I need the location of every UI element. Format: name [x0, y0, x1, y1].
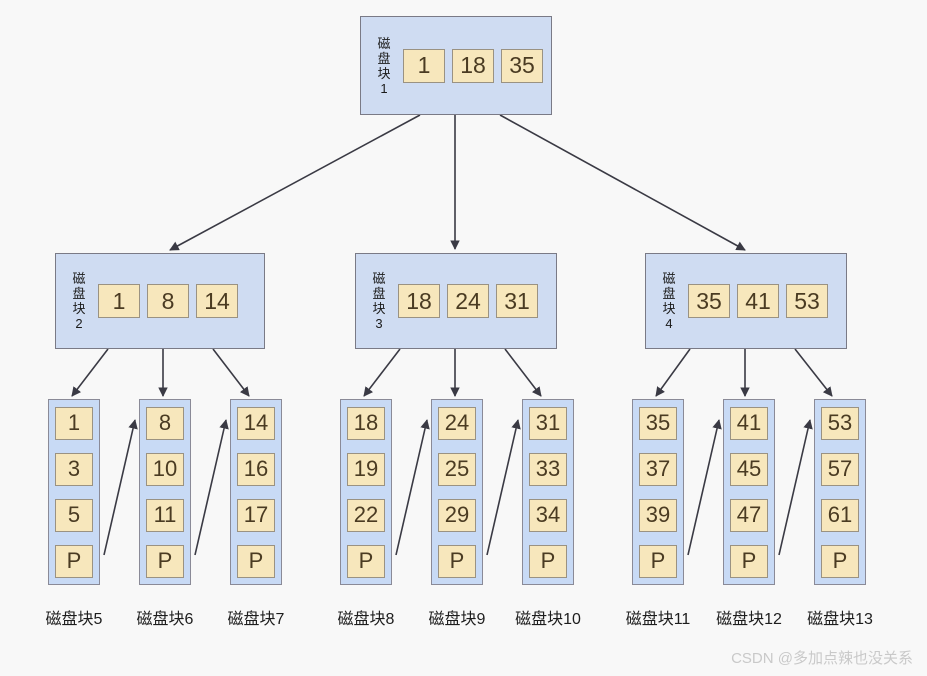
leaf-cell[interactable]: 37	[639, 452, 677, 486]
leaf-block-10[interactable]: 31 33 34 P	[522, 399, 574, 585]
key-cell[interactable]: 1	[403, 48, 445, 83]
leaf-caption-7: 磁盘块7	[227, 611, 285, 628]
leaf-caption-11: 磁盘块11	[625, 611, 691, 628]
leaf-block-11[interactable]: 35 37 39 P	[632, 399, 684, 585]
disk-block-node-4-keys: 35 41 53	[688, 284, 828, 318]
leaf-cell[interactable]: 39	[639, 498, 677, 532]
leaf-cell[interactable]: 35	[639, 406, 677, 440]
disk-block-node-2-keys: 1 8 14	[98, 284, 238, 318]
key-cell[interactable]: 35	[688, 284, 730, 318]
leaf-cell[interactable]: 53	[821, 406, 859, 440]
leaf-caption-5: 磁盘块5	[45, 611, 103, 628]
edge-root-to-node-4	[499, 114, 746, 251]
edge-leaf-5-to-leaf-6	[103, 419, 138, 556]
key-cell[interactable]: 31	[496, 284, 538, 318]
disk-block-node-4[interactable]: 磁 盘 块 4 35 41 53	[645, 253, 847, 349]
leaf-cell[interactable]: 10	[146, 452, 184, 486]
leaf-pointer-cell[interactable]: P	[438, 544, 476, 578]
leaf-pointer-cell[interactable]: P	[347, 544, 385, 578]
disk-block-node-1[interactable]: 磁 盘 块 1 1 18 35	[360, 16, 552, 115]
leaf-cell[interactable]: 5	[55, 498, 93, 532]
leaf-cell[interactable]: 45	[730, 452, 768, 486]
leaf-pointer-cell[interactable]: P	[55, 544, 93, 578]
edge-leaf-11-to-leaf-12	[687, 419, 722, 556]
leaf-cell[interactable]: 17	[237, 498, 275, 532]
disk-block-node-2-label: 磁 盘 块 2	[72, 271, 86, 331]
leaf-cell[interactable]: 57	[821, 452, 859, 486]
leaf-cell[interactable]: 16	[237, 452, 275, 486]
leaf-cell[interactable]: 3	[55, 452, 93, 486]
leaf-block-9[interactable]: 24 25 29 P	[431, 399, 483, 585]
leaf-cell[interactable]: 29	[438, 498, 476, 532]
leaf-cell[interactable]: 14	[237, 406, 275, 440]
disk-block-node-3[interactable]: 磁 盘 块 3 18 24 31	[355, 253, 557, 349]
leaf-caption-12: 磁盘块12	[716, 611, 782, 628]
edge-leaf-8-to-leaf-9	[395, 419, 430, 556]
key-cell[interactable]: 35	[501, 48, 543, 83]
leaf-cell[interactable]: 22	[347, 498, 385, 532]
leaf-pointer-cell[interactable]: P	[639, 544, 677, 578]
leaf-cell[interactable]: 31	[529, 406, 567, 440]
disk-block-node-3-keys: 18 24 31	[398, 284, 538, 318]
edge-node-3-to-leaf-8	[363, 348, 401, 397]
key-cell[interactable]: 8	[147, 284, 189, 318]
leaf-pointer-cell[interactable]: P	[821, 544, 859, 578]
leaf-block-8[interactable]: 18 19 22 P	[340, 399, 392, 585]
edge-leaf-6-to-leaf-7	[194, 419, 229, 556]
leaf-pointer-cell[interactable]: P	[730, 544, 768, 578]
key-cell[interactable]: 18	[452, 48, 494, 83]
edge-node-4-to-leaf-11	[655, 348, 691, 397]
disk-block-node-3-label: 磁 盘 块 3	[372, 271, 386, 331]
edge-node-2-to-leaf-5	[71, 348, 109, 397]
leaf-caption-6: 磁盘块6	[136, 611, 194, 628]
key-cell[interactable]: 41	[737, 284, 779, 318]
disk-block-node-2[interactable]: 磁 盘 块 2 1 8 14	[55, 253, 265, 349]
key-cell[interactable]: 1	[98, 284, 140, 318]
leaf-caption-10: 磁盘块10	[515, 611, 581, 628]
key-cell[interactable]: 24	[447, 284, 489, 318]
leaf-cell[interactable]: 61	[821, 498, 859, 532]
csdn-watermark: CSDN @多加点辣也没关系	[731, 650, 913, 667]
leaf-cell[interactable]: 24	[438, 406, 476, 440]
leaf-block-5[interactable]: 1 3 5 P	[48, 399, 100, 585]
leaf-block-6[interactable]: 8 10 11 P	[139, 399, 191, 585]
disk-block-node-1-keys: 1 18 35	[403, 48, 543, 83]
leaf-cell[interactable]: 41	[730, 406, 768, 440]
leaf-cell[interactable]: 11	[146, 498, 184, 532]
edge-node-4-to-leaf-13	[794, 348, 833, 397]
disk-block-node-4-label: 磁 盘 块 4	[662, 271, 676, 331]
edge-node-3-to-leaf-10	[504, 348, 542, 397]
leaf-cell[interactable]: 1	[55, 406, 93, 440]
leaf-cell[interactable]: 8	[146, 406, 184, 440]
leaf-cell[interactable]: 47	[730, 498, 768, 532]
edge-leaf-9-to-leaf-10	[486, 419, 521, 556]
key-cell[interactable]: 18	[398, 284, 440, 318]
leaf-block-13[interactable]: 53 57 61 P	[814, 399, 866, 585]
leaf-block-12[interactable]: 41 45 47 P	[723, 399, 775, 585]
leaf-cell[interactable]: 34	[529, 498, 567, 532]
key-cell[interactable]: 53	[786, 284, 828, 318]
leaf-cell[interactable]: 25	[438, 452, 476, 486]
leaf-cell[interactable]: 18	[347, 406, 385, 440]
edge-node-2-to-leaf-7	[212, 348, 250, 397]
leaf-cell[interactable]: 19	[347, 452, 385, 486]
leaf-caption-13: 磁盘块13	[807, 611, 873, 628]
leaf-pointer-cell[interactable]: P	[529, 544, 567, 578]
key-cell[interactable]: 14	[196, 284, 238, 318]
edge-root-to-node-2	[169, 114, 421, 251]
leaf-block-7[interactable]: 14 16 17 P	[230, 399, 282, 585]
leaf-cell[interactable]: 33	[529, 452, 567, 486]
leaf-pointer-cell[interactable]: P	[237, 544, 275, 578]
leaf-caption-9: 磁盘块9	[428, 611, 486, 628]
edge-leaf-12-to-leaf-13	[778, 419, 813, 556]
disk-block-node-1-label: 磁 盘 块 1	[377, 35, 391, 96]
leaf-pointer-cell[interactable]: P	[146, 544, 184, 578]
leaf-caption-8: 磁盘块8	[337, 611, 395, 628]
